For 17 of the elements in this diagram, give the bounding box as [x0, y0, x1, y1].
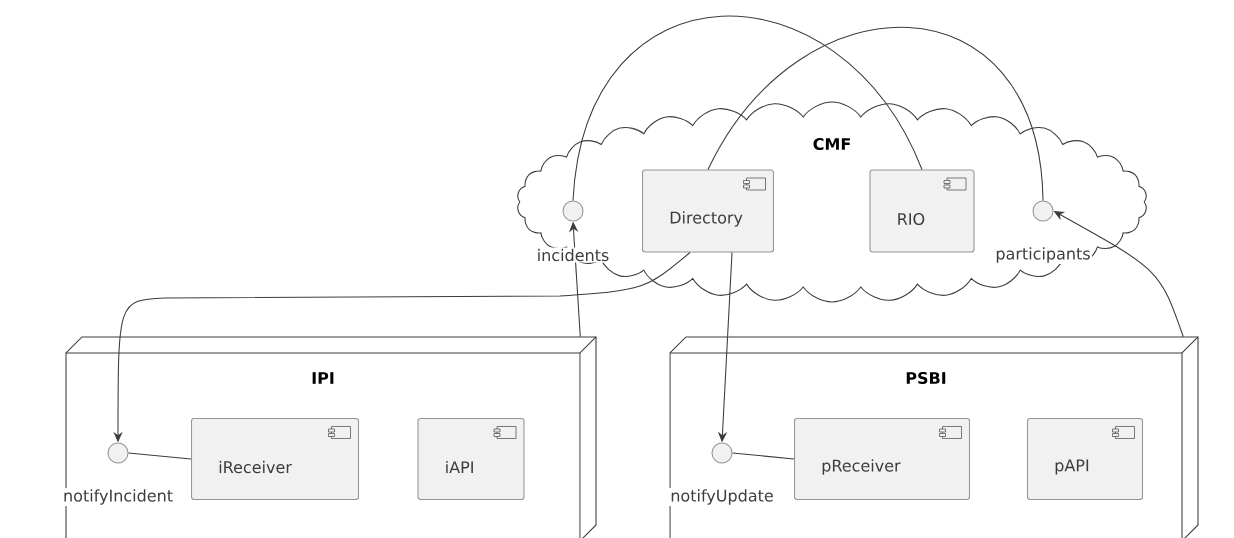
- connector: [707, 26, 1044, 201]
- component-box: iAPI: [417, 417, 525, 501]
- interface-circle: [107, 442, 129, 464]
- interface-label: notifyUpdate: [668, 487, 776, 507]
- connector: [732, 452, 795, 460]
- connector: [128, 452, 192, 460]
- connector: [572, 15, 923, 201]
- interface-label: incidents: [535, 247, 611, 263]
- interface-circle: [1032, 200, 1054, 222]
- component-box: pAPI: [1026, 417, 1144, 501]
- component-box: iReceiver: [190, 417, 360, 501]
- interface-circle: [562, 200, 584, 222]
- interface-label: notifyIncident: [61, 487, 175, 507]
- interface-circle: [711, 442, 733, 464]
- component-box: RIO: [869, 169, 975, 253]
- component-box: Directory: [641, 169, 775, 253]
- component-box: pReceiver: [793, 417, 971, 501]
